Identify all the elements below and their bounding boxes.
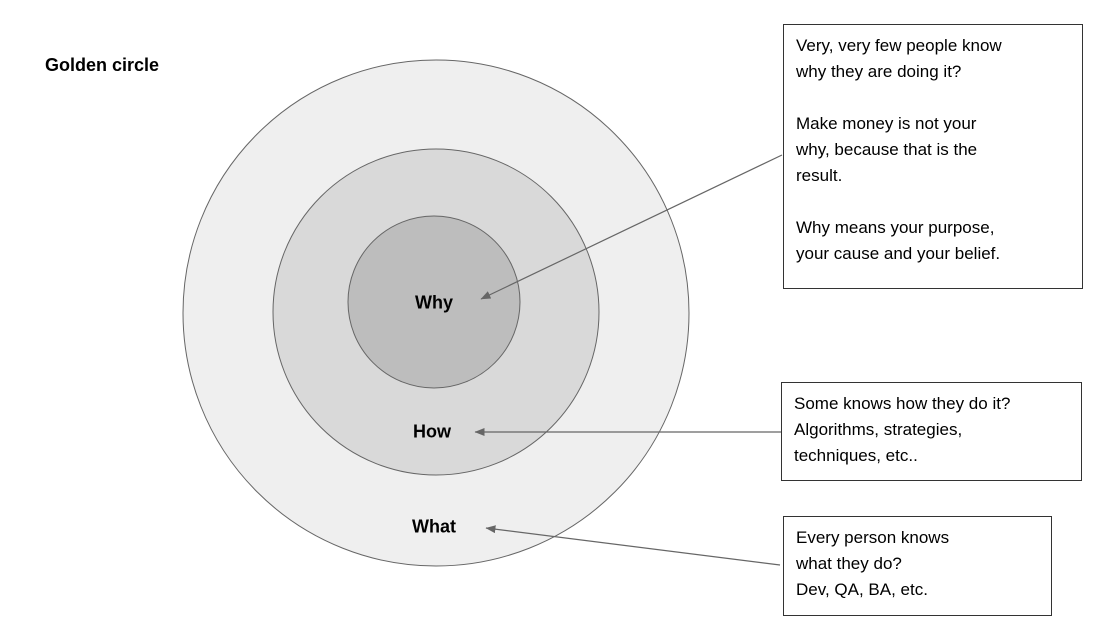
how-note-box: Some knows how they do it? Algorithms, s… xyxy=(781,382,1082,481)
page-title: Golden circle xyxy=(45,55,160,75)
why-label: Why xyxy=(415,292,453,313)
what-arrow xyxy=(485,525,781,566)
what-note-box: Every person knows what they do? Dev, QA… xyxy=(783,516,1052,616)
how-label: How xyxy=(413,421,451,442)
why-ring-circle xyxy=(347,215,521,389)
why-note-box: Very, very few people know why they are … xyxy=(783,24,1083,289)
what-label: What xyxy=(412,516,456,537)
why-arrow xyxy=(480,154,783,300)
